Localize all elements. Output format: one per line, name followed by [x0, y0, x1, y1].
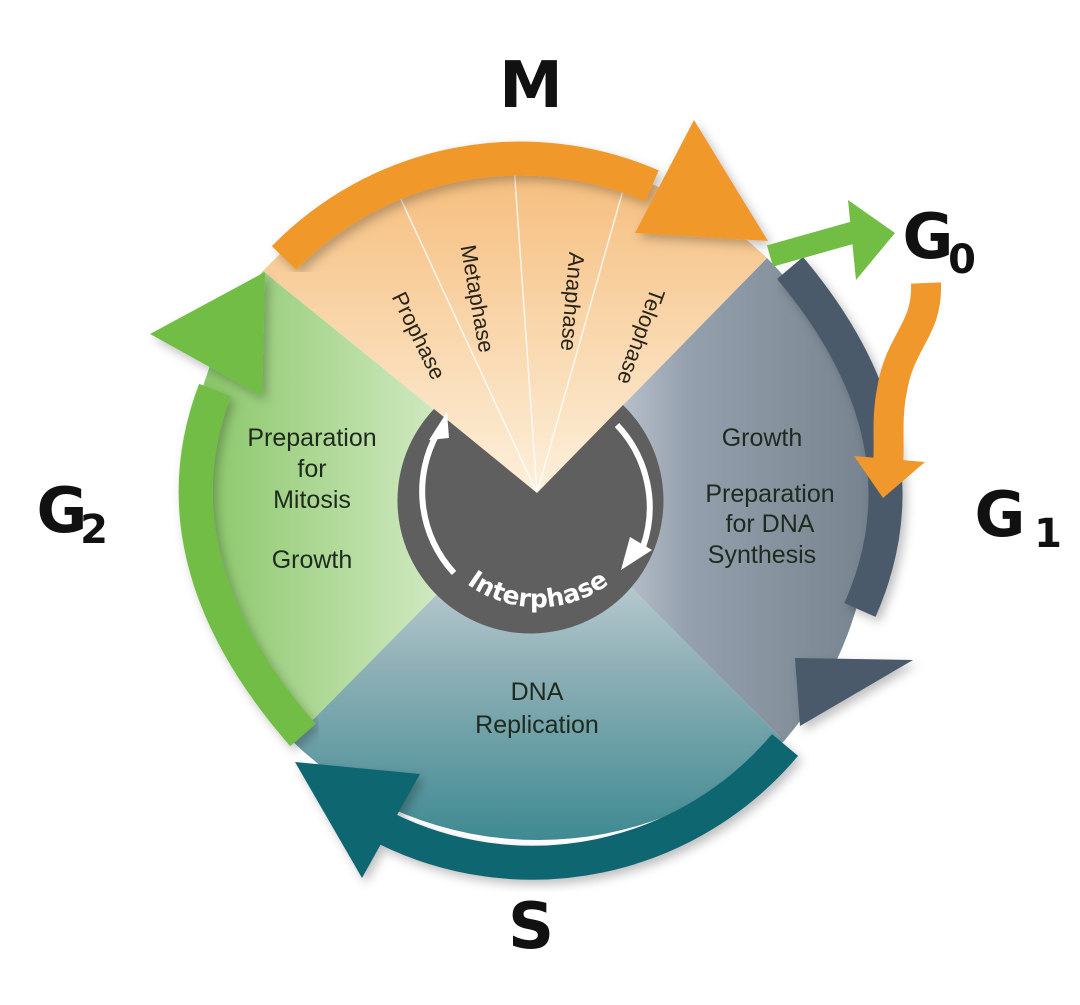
g1-sector-text: Growth Preparation for DNA Synthesis [705, 424, 834, 569]
s-text-2: Replication [475, 711, 599, 739]
g1-text-1: Growth [722, 424, 803, 452]
g2-text-2: for [297, 455, 326, 483]
g2-text-4: Growth [272, 546, 353, 574]
label-g2-main: G [37, 474, 88, 547]
g0-exit-arrow [854, 282, 942, 498]
label-g1-main: G [975, 478, 1026, 551]
label-m: M [499, 49, 563, 123]
g2-text-3: Mitosis [273, 486, 351, 514]
sector-s [292, 493, 784, 841]
label-g2: G 2 [37, 474, 108, 553]
g2-text-1: Preparation [247, 424, 376, 452]
g1-text-4: Synthesis [708, 541, 816, 569]
g1-text-2: Preparation [705, 480, 834, 508]
s-phase-arrow [295, 734, 799, 880]
label-g2-sub: 2 [80, 507, 108, 553]
label-g0-main: G [903, 200, 954, 273]
label-s: S [508, 890, 554, 964]
g2-phase-arrow [150, 272, 316, 747]
m-phase-arrow [271, 120, 768, 270]
label-g1: G 1 [975, 478, 1062, 557]
sector-g1 [537, 258, 871, 741]
label-g1-sub: 1 [1034, 511, 1062, 557]
label-g0: G 0 [903, 200, 976, 283]
sector-m [263, 159, 767, 494]
g0-entry-arrow [767, 200, 895, 280]
label-g0-sub: 0 [948, 237, 976, 283]
s-sector-text: DNA Replication [475, 678, 599, 739]
g1-text-3: for DNA [726, 510, 815, 538]
sector-g2 [187, 271, 537, 741]
interphase-disc [397, 405, 664, 634]
g2-sector-text: Preparation for Mitosis Growth [247, 424, 376, 574]
s-text-1: DNA [511, 678, 564, 706]
